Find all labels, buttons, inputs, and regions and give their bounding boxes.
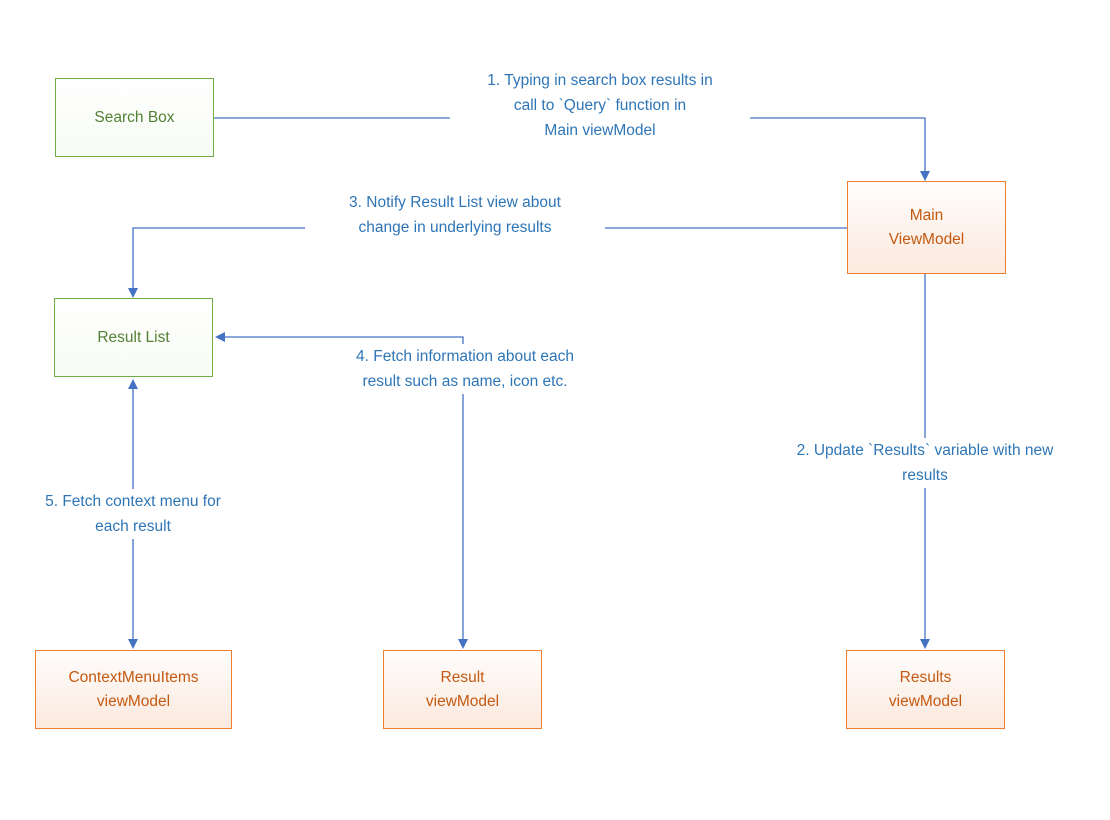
arrowhead-down-resultviewmodel: [458, 639, 468, 649]
arrow-mainviewmodel-to-resultlist: [132, 227, 847, 294]
arrow-resultlist-to-resultviewmodel: [224, 336, 464, 641]
annotation-step3: 3. Notify Result List view about change …: [305, 190, 605, 240]
annotation-step2: 2. Update `Results` variable with new re…: [763, 438, 1087, 488]
annotation-step1: 1. Typing in search box results in call …: [450, 68, 750, 143]
arrowhead-left-resultlist: [215, 332, 225, 342]
annotation-step4: 4. Fetch information about each result s…: [315, 344, 615, 394]
arrowhead-down-contextmenuitems: [128, 639, 138, 649]
node-results-viewmodel: Results viewModel: [846, 650, 1005, 729]
node-main-viewmodel: Main ViewModel: [847, 181, 1006, 274]
arrowhead-down-resultlist: [128, 288, 138, 298]
node-result-list: Result List: [54, 298, 213, 377]
arrowhead-down-resultsviewmodel: [920, 639, 930, 649]
arrowhead-down-mainviewmodel: [920, 171, 930, 181]
node-contextmenuitems-viewmodel: ContextMenuItems viewModel: [35, 650, 232, 729]
node-search-box: Search Box: [55, 78, 214, 157]
node-result-viewmodel: Result viewModel: [383, 650, 542, 729]
annotation-step5: 5. Fetch context menu for each result: [23, 489, 243, 539]
arrowhead-up-resultlist: [128, 379, 138, 389]
